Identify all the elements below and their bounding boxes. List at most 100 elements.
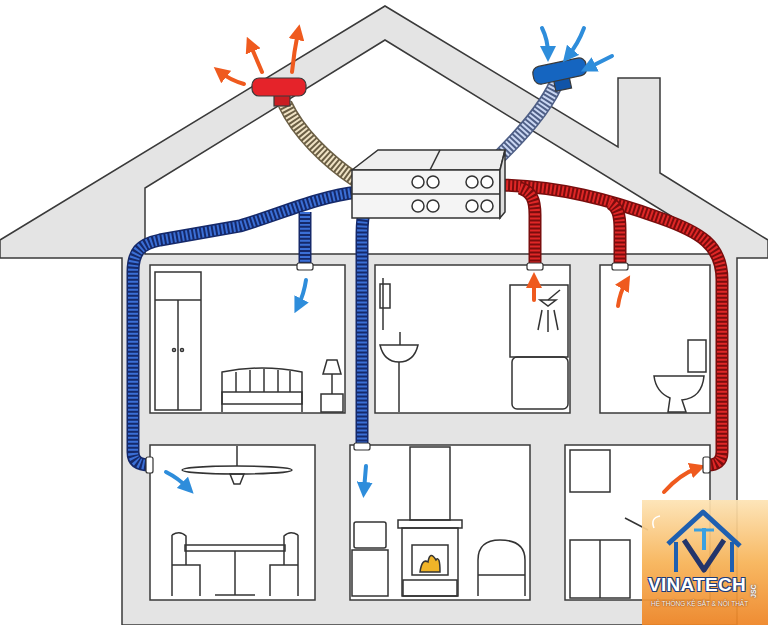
- vent-grilles: [612, 263, 628, 270]
- intake-arrows: [166, 472, 188, 488]
- furniture: [173, 349, 176, 352]
- extract-ducts: [520, 188, 535, 266]
- brand-suffix: JSC: [750, 584, 758, 598]
- furniture: [289, 371, 291, 392]
- furniture: [547, 310, 549, 332]
- ventilation-unit: [481, 200, 493, 212]
- house-shell: [600, 265, 710, 413]
- ventilation-unit: [352, 150, 505, 170]
- intake-arrows: [588, 56, 612, 68]
- logo-watermark: [674, 542, 678, 572]
- intake-arrows: [568, 28, 584, 56]
- furniture: [380, 284, 390, 308]
- ventilation-unit: [481, 176, 493, 188]
- intake-arrows: [166, 28, 612, 490]
- logo-watermark: [642, 500, 768, 625]
- furniture: [410, 447, 450, 520]
- roof-ducts: [500, 84, 556, 156]
- furniture: [380, 345, 418, 362]
- extract-ducts: [520, 188, 535, 266]
- ventilation-unit: [352, 150, 505, 218]
- furniture: [554, 310, 558, 330]
- extract-ducts: [498, 185, 722, 465]
- furniture: [215, 594, 255, 596]
- furniture: [321, 394, 343, 412]
- vent-grilles: [527, 263, 543, 270]
- furniture: [181, 349, 184, 352]
- ventilation-unit: [352, 170, 500, 218]
- exhaust-arrows: [220, 72, 244, 84]
- furniture: [402, 528, 458, 596]
- ventilation-unit: [412, 176, 424, 188]
- furniture: [654, 376, 704, 412]
- furniture: [548, 290, 560, 300]
- furniture: [540, 300, 556, 306]
- furniture: [570, 450, 610, 492]
- extract-ducts: [498, 185, 722, 465]
- furniture: [236, 446, 238, 466]
- exhaust-arrows: [220, 32, 698, 492]
- furniture: [222, 392, 302, 404]
- furniture: [510, 285, 568, 357]
- brand-tagline: HỆ THỐNG KỆ SẮT & NỘI THẤT: [651, 600, 748, 607]
- furniture: [155, 272, 706, 598]
- furniture: [177, 300, 179, 410]
- roof-ducts: [285, 84, 556, 180]
- logo-watermark: [694, 529, 714, 532]
- house-shell: [0, 6, 768, 625]
- exhaust-arrows: [532, 280, 536, 300]
- furniture: [230, 474, 244, 484]
- roof-ducts: [500, 84, 556, 156]
- furniture: [277, 370, 279, 392]
- roof-ducts: [285, 104, 356, 180]
- exhaust-arrows: [664, 468, 698, 492]
- brand-name: VINATECH: [648, 575, 746, 596]
- house-shell: [150, 445, 315, 600]
- furniture: [599, 540, 601, 598]
- furniture: [222, 368, 302, 412]
- logo-watermark: [642, 500, 768, 625]
- furniture: [570, 540, 630, 598]
- furniture: [512, 357, 568, 409]
- exhaust-cap: [252, 78, 306, 96]
- furniture: [234, 551, 236, 595]
- furniture: [172, 533, 200, 596]
- ventilation-unit: [427, 176, 439, 188]
- furniture: [182, 466, 292, 474]
- roof-ducts: [285, 104, 356, 180]
- house-shell: [0, 6, 768, 625]
- furniture: [688, 340, 706, 372]
- extract-ducts: [498, 185, 722, 465]
- vent-grilles: [146, 457, 153, 473]
- logo-watermark: [730, 542, 734, 572]
- intake-arrows: [542, 28, 548, 54]
- furniture: [235, 372, 237, 392]
- furniture: [354, 522, 386, 548]
- furniture: [398, 520, 462, 528]
- intake-arrows: [298, 280, 306, 306]
- vent-grilles: [703, 457, 710, 473]
- furniture: [331, 374, 333, 394]
- supply-ducts: [362, 205, 372, 446]
- supply-ducts: [133, 192, 372, 465]
- vent-grilles: [146, 263, 710, 473]
- ventilation-unit: [430, 150, 440, 170]
- intake-cap: [532, 57, 589, 86]
- furniture: [538, 310, 542, 330]
- furniture: [263, 369, 265, 392]
- house-shell: [150, 265, 345, 413]
- vent-grilles: [354, 443, 370, 450]
- ventilation-unit: [466, 176, 478, 188]
- furniture: [398, 362, 400, 412]
- furniture: [478, 540, 525, 596]
- intake-arrows: [364, 466, 366, 490]
- exhaust-cap: [252, 78, 306, 106]
- supply-ducts: [133, 192, 358, 465]
- furniture: [399, 332, 401, 345]
- ventilation-unit: [412, 200, 424, 212]
- ventilation-unit: [427, 200, 439, 212]
- furniture: [412, 545, 448, 575]
- furniture: [382, 278, 384, 330]
- extract-ducts: [610, 203, 620, 266]
